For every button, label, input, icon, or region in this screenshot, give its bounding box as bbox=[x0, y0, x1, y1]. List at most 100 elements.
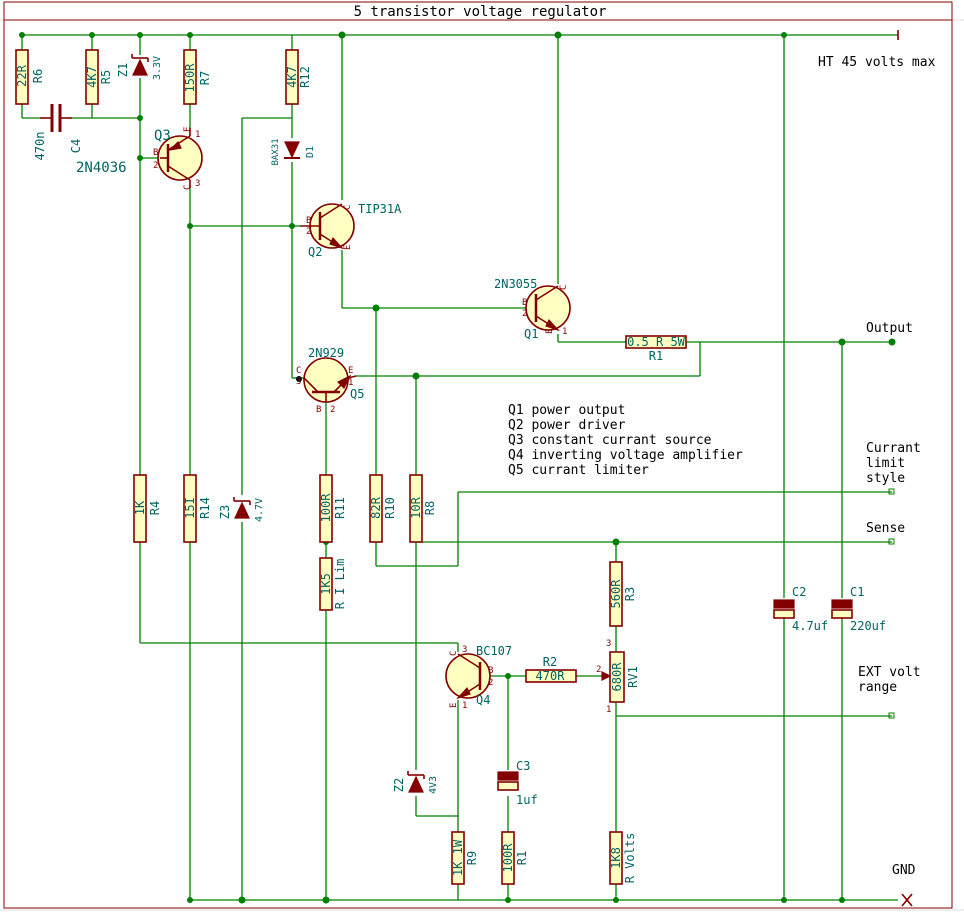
svg-text:2N3055: 2N3055 bbox=[494, 277, 537, 291]
svg-text:R3: R3 bbox=[623, 587, 637, 601]
svg-text:C2: C2 bbox=[792, 585, 806, 599]
svg-text:1K: 1K bbox=[133, 500, 147, 515]
note-line: Q1 power output bbox=[508, 403, 625, 418]
svg-text:E: E bbox=[449, 703, 459, 708]
svg-text:C1: C1 bbox=[850, 585, 864, 599]
svg-text:R1: R1 bbox=[515, 851, 529, 865]
svg-text:1: 1 bbox=[606, 705, 611, 715]
transistor-q4[interactable]: BC107 Q4 B 2 C 3 E 1 bbox=[445, 644, 512, 711]
resistor-r1-sense[interactable]: 0.5 R 5W R1 bbox=[625, 335, 687, 363]
svg-text:3.3V: 3.3V bbox=[152, 56, 163, 80]
net-gnd[interactable]: GND bbox=[892, 863, 916, 907]
svg-text:TIP31A: TIP31A bbox=[358, 202, 402, 216]
resistor-r10[interactable]: 82R R10 bbox=[369, 474, 397, 543]
potentiometer-rv1[interactable]: 680R RV1 3 2 1 bbox=[596, 639, 640, 715]
notes-block: Q1 power output Q2 power driver Q3 const… bbox=[508, 403, 743, 478]
svg-text:C4: C4 bbox=[69, 139, 83, 153]
svg-text:0.5 R 5W: 0.5 R 5W bbox=[627, 335, 686, 349]
zener-z2[interactable]: Z2 4V3 bbox=[392, 771, 439, 794]
svg-text:E: E bbox=[183, 127, 193, 132]
net-sense[interactable]: Sense bbox=[866, 521, 905, 545]
resistor-r7[interactable]: 150R R7 bbox=[183, 49, 212, 105]
diode-d1[interactable]: BAX31 D1 bbox=[271, 138, 316, 165]
resistor-r1-bottom[interactable]: 100R R1 bbox=[501, 831, 529, 885]
svg-text:HT 45 volts max: HT 45 volts max bbox=[818, 55, 936, 70]
resistor-r-volts[interactable]: 1K8 R Volts bbox=[609, 831, 637, 885]
net-current-limit[interactable]: Currant limit style bbox=[866, 441, 921, 495]
transistor-q2[interactable]: TIP31A Q2 B 2 C E bbox=[300, 202, 402, 259]
svg-text:3: 3 bbox=[462, 645, 467, 655]
capacitor-c4[interactable]: 470n C4 bbox=[33, 104, 83, 160]
transistor-q5[interactable]: 2N929 Q5 C 3 E 1 B 2 bbox=[296, 346, 364, 415]
svg-text:3: 3 bbox=[195, 179, 200, 189]
svg-text:Z3: Z3 bbox=[218, 505, 232, 519]
svg-text:B: B bbox=[522, 298, 527, 308]
svg-text:1: 1 bbox=[348, 378, 353, 388]
svg-text:GND: GND bbox=[892, 863, 916, 878]
svg-text:C: C bbox=[343, 205, 353, 210]
svg-text:R7: R7 bbox=[198, 71, 212, 85]
net-output[interactable]: Output bbox=[866, 321, 913, 345]
zener-z3[interactable]: Z3 4.7V bbox=[218, 497, 265, 522]
wires bbox=[21, 34, 898, 901]
svg-text:E: E bbox=[343, 245, 353, 250]
resistor-r3[interactable]: 560R R3 bbox=[609, 561, 637, 627]
schematic-title: 5 transistor voltage regulator bbox=[354, 4, 607, 20]
svg-text:C3: C3 bbox=[516, 759, 530, 773]
svg-text:82R: 82R bbox=[369, 496, 383, 518]
svg-text:22R: 22R bbox=[15, 64, 29, 86]
resistor-r8[interactable]: 10R R8 bbox=[409, 474, 437, 543]
svg-text:3: 3 bbox=[296, 377, 301, 387]
svg-text:10R: 10R bbox=[409, 496, 423, 518]
svg-text:R Volts: R Volts bbox=[623, 833, 637, 884]
resistor-r6[interactable]: 22R R6 bbox=[15, 49, 45, 105]
svg-text:R14: R14 bbox=[198, 497, 212, 519]
svg-text:E: E bbox=[348, 366, 353, 376]
svg-text:2: 2 bbox=[596, 665, 601, 675]
svg-text:4V3: 4V3 bbox=[428, 776, 439, 794]
svg-text:R6: R6 bbox=[31, 69, 45, 83]
svg-text:Sense: Sense bbox=[866, 521, 905, 536]
svg-text:C: C bbox=[183, 185, 193, 190]
svg-text:2: 2 bbox=[522, 309, 527, 319]
resistor-r12[interactable]: 4K7 R12 bbox=[285, 49, 312, 105]
resistor-r14[interactable]: 15I R14 bbox=[183, 474, 212, 543]
sheet-frame bbox=[3, 1, 953, 909]
capacitor-c3[interactable]: C3 1uf bbox=[497, 759, 538, 807]
svg-text:2: 2 bbox=[153, 161, 158, 171]
svg-text:2N929: 2N929 bbox=[308, 346, 344, 360]
note-line: Q5 currant limiter bbox=[508, 463, 649, 478]
resistor-r11[interactable]: 100R R11 bbox=[319, 474, 347, 543]
resistor-r-i-lim[interactable]: 1K5 R I Lim bbox=[319, 557, 347, 611]
net-ht[interactable]: HT 45 volts max bbox=[818, 30, 936, 70]
note-line: Q3 constant currant source bbox=[508, 433, 712, 448]
capacitor-c2[interactable]: C2 4.7uf bbox=[773, 585, 828, 633]
svg-text:Currant: Currant bbox=[866, 441, 921, 456]
svg-text:RV1: RV1 bbox=[626, 666, 640, 688]
svg-text:1K5: 1K5 bbox=[319, 573, 333, 595]
svg-text:R I Lim: R I Lim bbox=[333, 559, 347, 610]
svg-text:4K7: 4K7 bbox=[85, 66, 99, 88]
svg-text:3: 3 bbox=[606, 639, 611, 649]
svg-text:4.7uf: 4.7uf bbox=[792, 619, 828, 633]
transistor-q3[interactable]: Q3 2N4036 B 2 E 1 C 3 bbox=[76, 127, 203, 190]
svg-text:680R: 680R bbox=[610, 662, 624, 692]
svg-text:1: 1 bbox=[195, 130, 200, 140]
net-ext-volt[interactable]: EXT volt range bbox=[858, 665, 921, 719]
transistor-q1[interactable]: 2N3055 Q1 B 2 C E 1 bbox=[494, 277, 571, 341]
svg-text:E: E bbox=[545, 329, 555, 334]
resistor-r9[interactable]: 1K 1W R9 bbox=[451, 831, 479, 885]
capacitor-c1[interactable]: C1 220uf bbox=[831, 585, 886, 633]
svg-text:220uf: 220uf bbox=[850, 619, 886, 633]
resistor-r2[interactable]: R2 470R bbox=[525, 655, 577, 683]
svg-text:B: B bbox=[316, 405, 321, 415]
svg-text:Q1: Q1 bbox=[524, 327, 538, 341]
svg-text:15I: 15I bbox=[183, 497, 197, 519]
svg-text:R10: R10 bbox=[383, 497, 397, 519]
note-line: Q2 power driver bbox=[508, 418, 626, 433]
svg-text:4K7: 4K7 bbox=[285, 66, 299, 88]
resistor-r4[interactable]: 1K R4 bbox=[133, 474, 162, 543]
zener-z1[interactable]: Z1 3.3V bbox=[116, 54, 163, 80]
svg-text:100R: 100R bbox=[319, 493, 333, 523]
resistor-r5[interactable]: 4K7 R5 bbox=[85, 49, 113, 105]
